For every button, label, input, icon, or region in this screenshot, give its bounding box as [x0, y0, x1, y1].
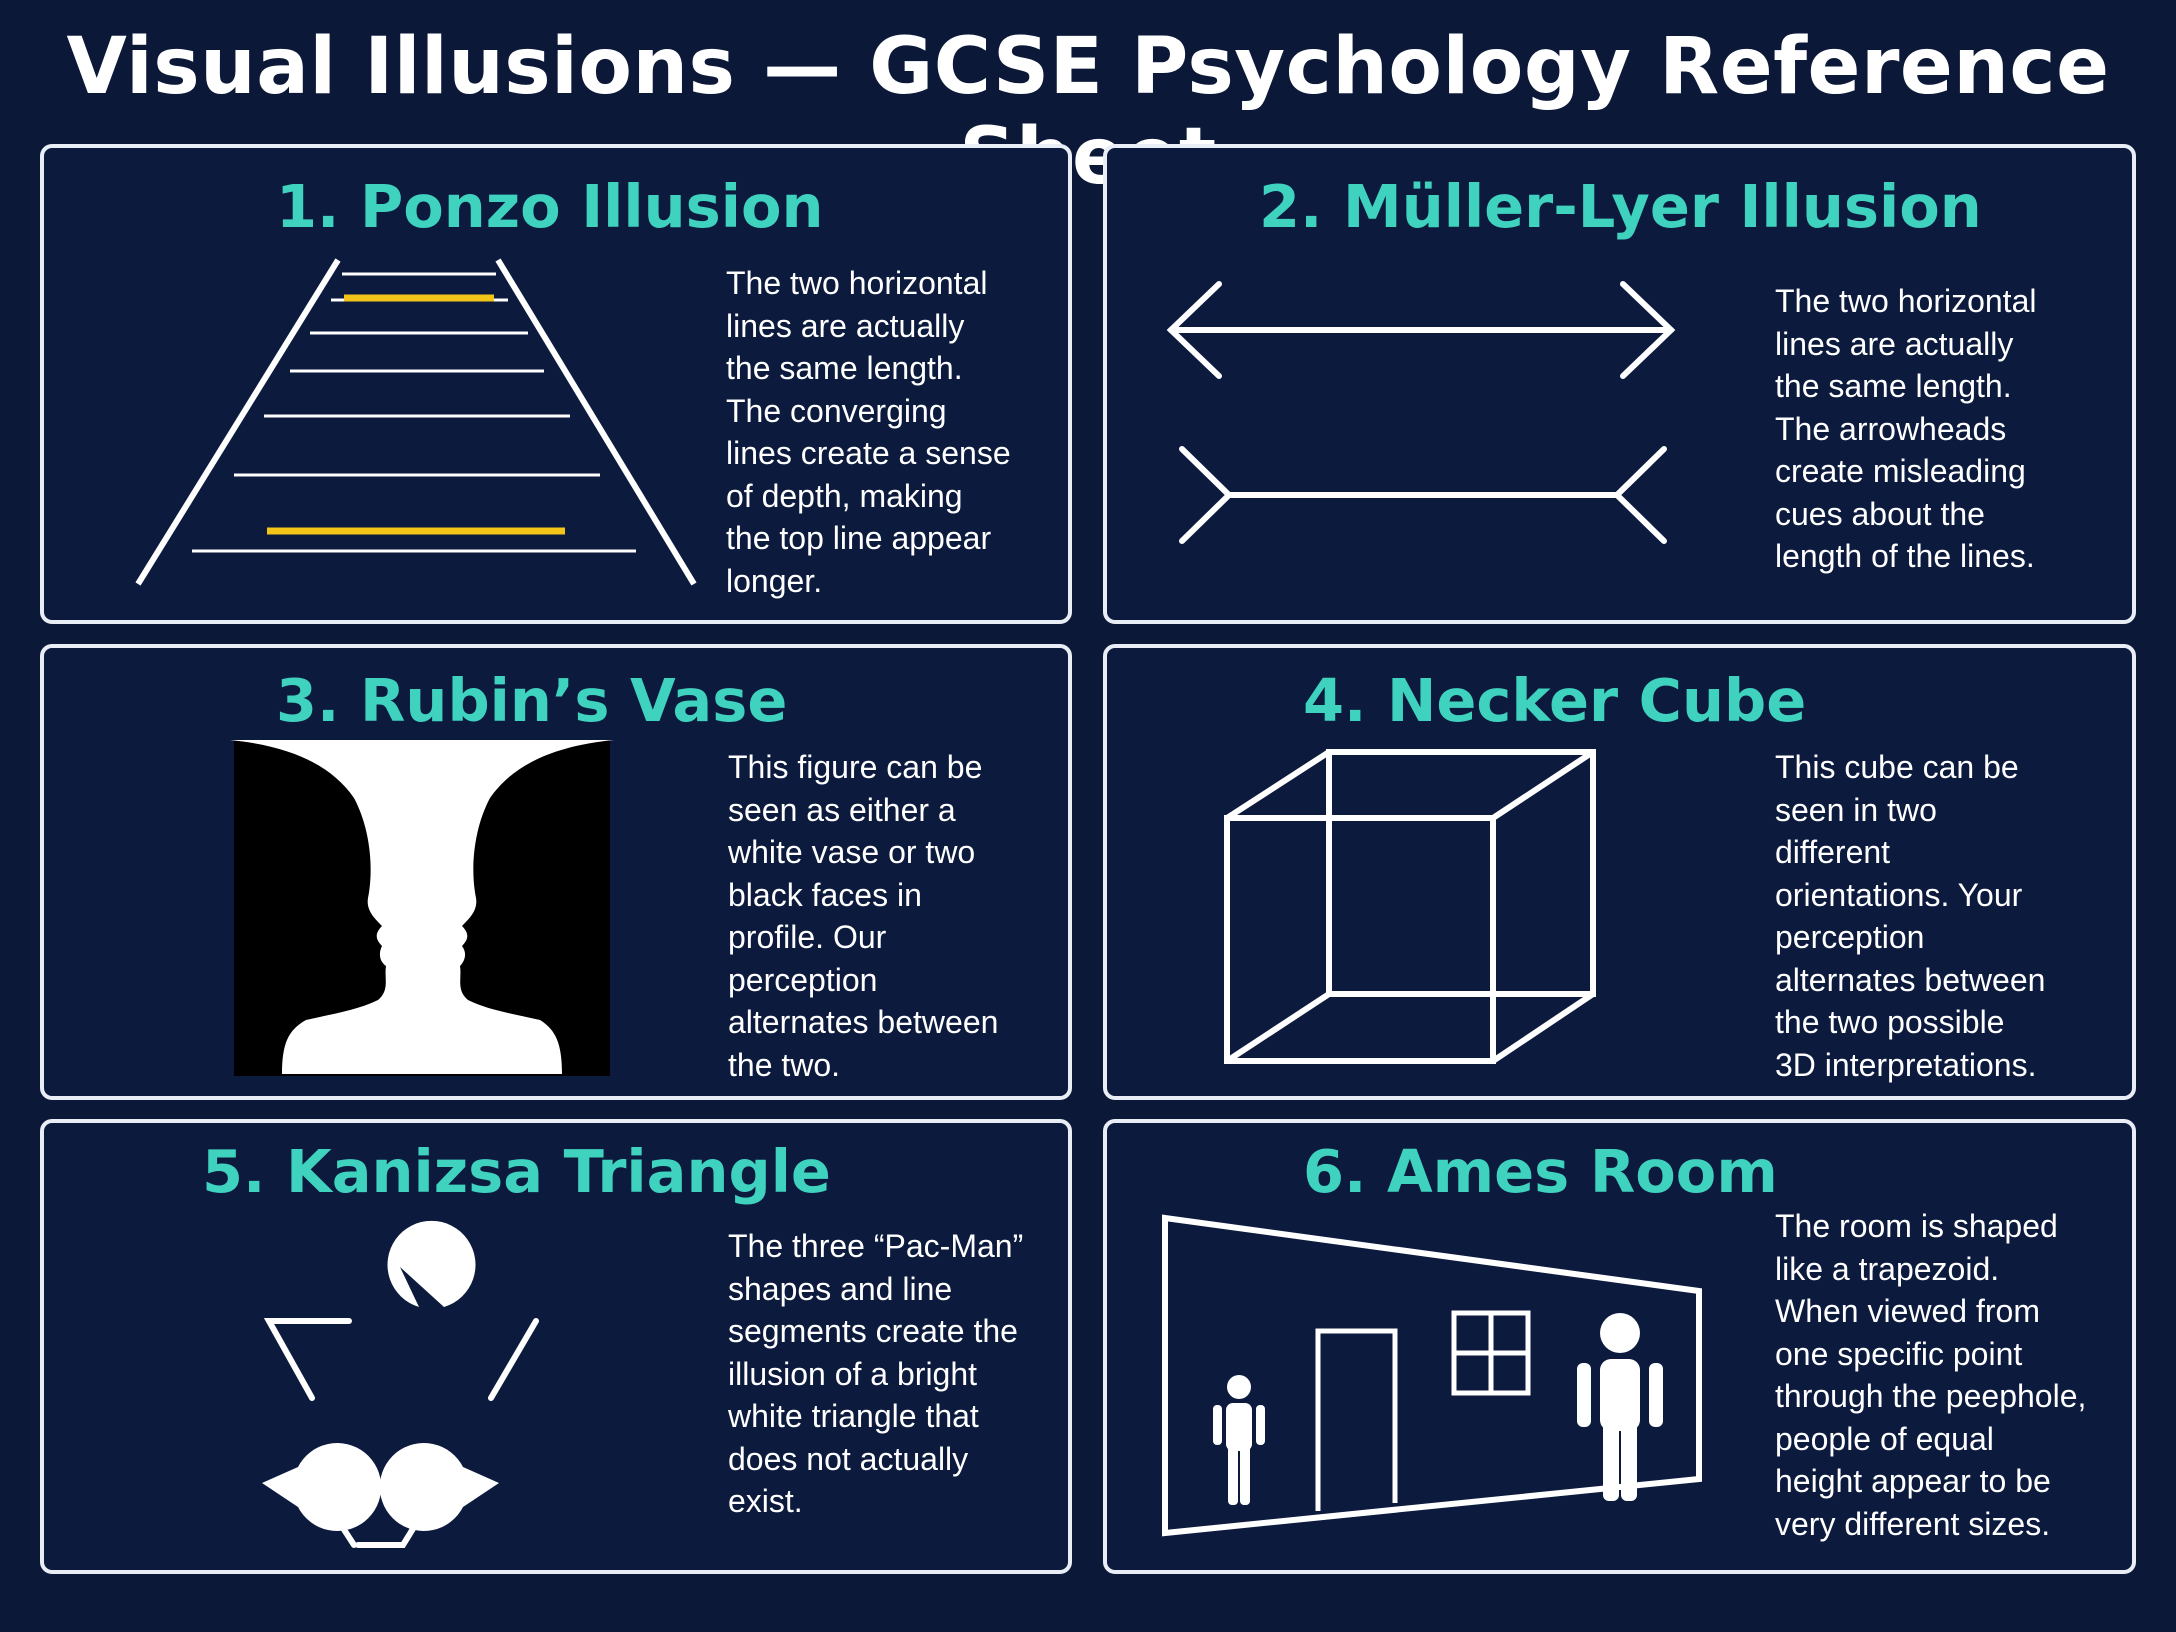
ponzo-right-rail [495, 258, 697, 586]
ponzo-figure [135, 258, 697, 586]
panel-muller-lyer-illusion: 2. Müller-Lyer Illusion The two horizont… [1103, 144, 2136, 624]
ames-room-figure [1162, 1214, 1702, 1537]
small-person-figure [1213, 1375, 1265, 1505]
panel-necker-cube: 4. Necker Cube This cube can be seen in … [1103, 644, 2136, 1100]
panel-title: 1. Ponzo Illusion [276, 172, 824, 241]
panel-description: The room is shaped like a trapezoid. Whe… [1775, 1208, 2087, 1542]
room-door [1315, 1328, 1398, 1511]
panel-description: The three “Pac-Man” shapes and line segm… [728, 1228, 1024, 1519]
panel-description: The two horizontal lines are actually th… [1775, 283, 2037, 574]
room-window [1451, 1310, 1531, 1396]
panel-rubins-vase: 3. Rubin’s Vase This figure can be seen … [40, 644, 1072, 1100]
rubins-vase-figure [230, 740, 614, 1076]
panel-description: This figure can be seen as either a whit… [728, 749, 999, 1083]
cube-back-face [1326, 749, 1596, 997]
panel-kanizsa-triangle: 5. Kanizsa Triangle The three “Pac-Man” … [40, 1119, 1072, 1574]
panel-ponzo-illusion: 1. Ponzo Illusion The two horizontal lin… [40, 144, 1072, 624]
panel-title: 4. Necker Cube [1303, 666, 1807, 735]
panel-title: 3. Rubin’s Vase [276, 666, 788, 735]
panel-title: 5. Kanizsa Triangle [202, 1137, 831, 1206]
large-person-figure [1577, 1313, 1663, 1501]
ponzo-left-rail [135, 258, 341, 586]
panel-description: The two horizontal lines are actually th… [726, 265, 1011, 599]
arrow-inward [1179, 446, 1667, 544]
kanizsa-figure [262, 1220, 539, 1548]
pacman-left [262, 1443, 382, 1531]
triangle-line-segments [263, 1318, 539, 1548]
necker-cube-figure [1224, 749, 1596, 1064]
panel-title: 2. Müller-Lyer Illusion [1259, 172, 1982, 241]
panel-description: This cube can be seen in two different o… [1775, 749, 2046, 1083]
vase-shape [230, 740, 614, 1074]
pacman-top [387, 1220, 476, 1307]
panel-ames-room: 6. Ames Room The room is shaped like a t… [1103, 1119, 2136, 1574]
cube-front-face [1224, 815, 1496, 1064]
room-outline [1162, 1214, 1702, 1537]
arrow-outward [1166, 281, 1676, 379]
muller-lyer-figure [1166, 281, 1676, 544]
panel-title: 6. Ames Room [1303, 1137, 1778, 1206]
